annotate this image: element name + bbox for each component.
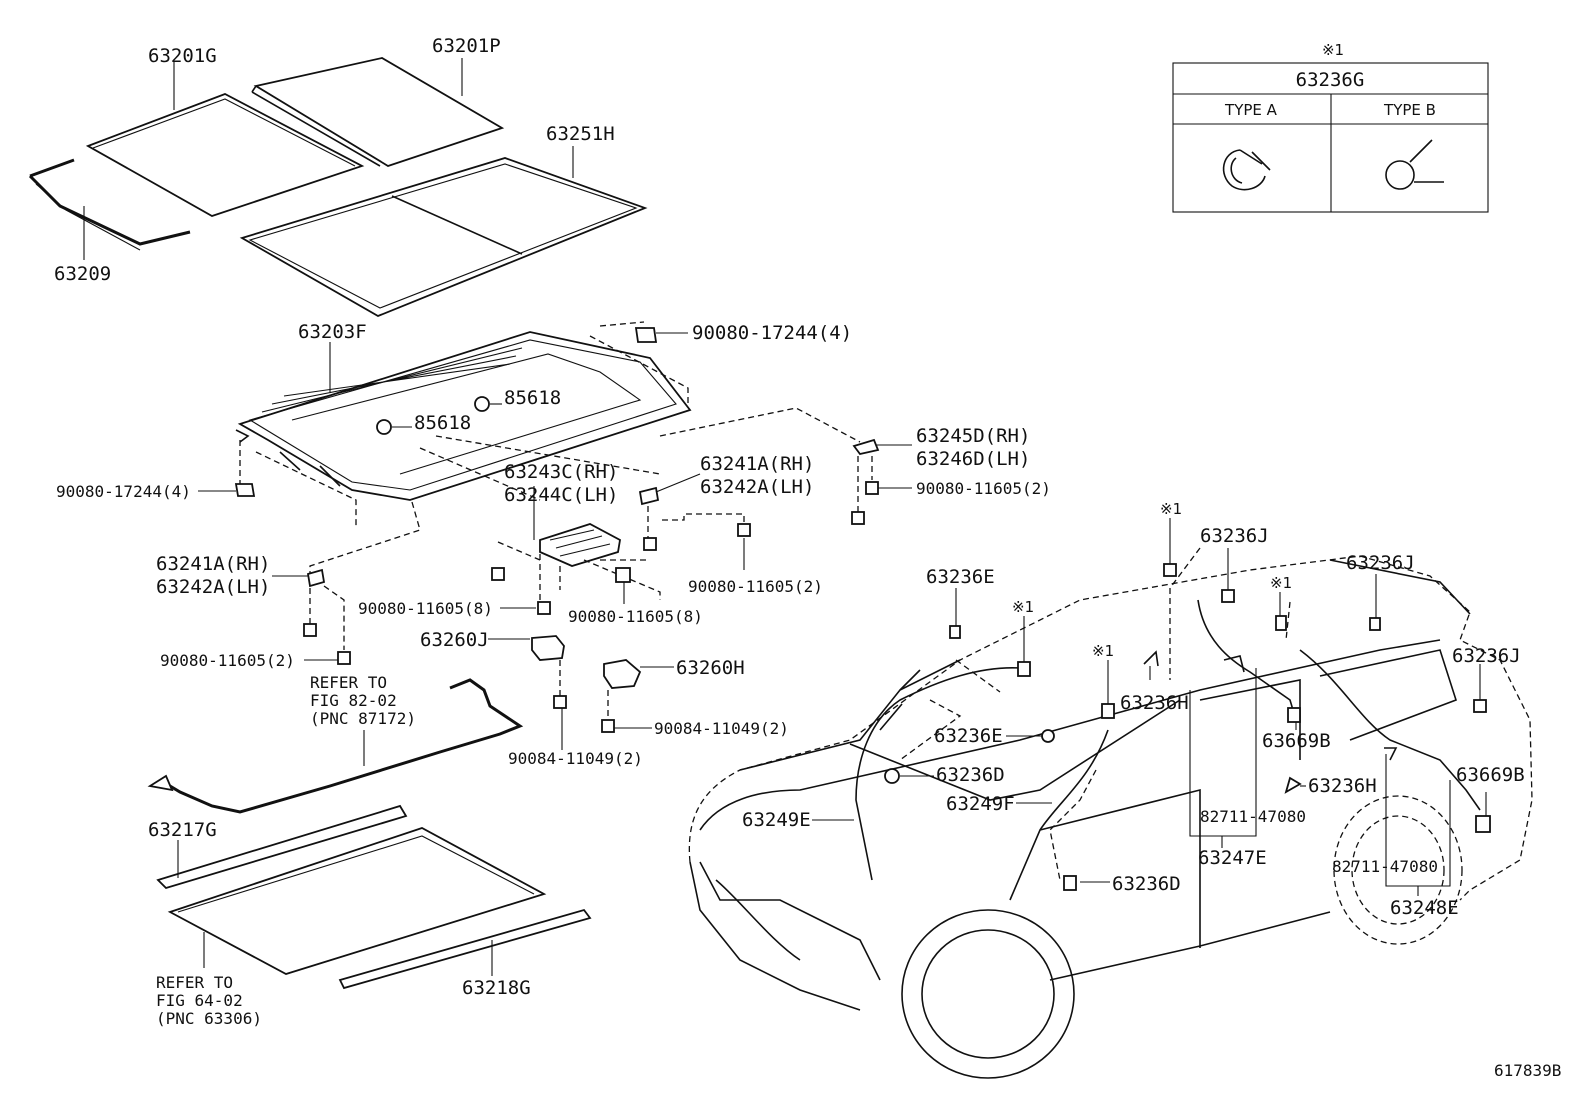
label-63236D-b: 63236D [1112,873,1181,895]
label-90080-11605-mid2: 90080-11605(2) [688,577,823,596]
bolts-left-cluster [303,623,351,665]
note-mark-3: ※1 [1270,574,1292,592]
label-63201G: 63201G [148,45,217,67]
note-mark-2: ※1 [1160,500,1182,518]
label-63244C: 63244C(LH) [504,484,618,506]
legend-note-mark: ※1 [1322,41,1344,59]
clip-type-a-icon [1222,149,1271,191]
clips-vehicle [884,563,1491,891]
label-85618-b: 85618 [414,412,471,434]
bolt-85618-a [474,396,490,412]
label-63249F: 63249F [946,793,1015,815]
clip-type-b-icon [1385,139,1444,190]
label-63236J-c: 63236J [1452,645,1521,667]
label-63201P: 63201P [432,35,501,57]
label-63218G: 63218G [462,977,531,999]
sensor-63260H [601,659,642,733]
label-63260H: 63260H [676,657,745,679]
label-63247E: 63247E [1198,847,1267,869]
label-63236D-a: 63236D [936,764,1005,786]
label-63236E-mid: 63236E [934,725,1003,747]
bolt-90080-11605-mid8 [537,601,551,615]
label-63249E: 63249E [742,809,811,831]
label-refer2-line3: (PNC 63306) [156,1009,262,1028]
trim-63218G [338,908,592,990]
bracket-63241A-right [638,486,660,506]
label-63241A-left: 63241A(RH) [156,553,270,575]
label-85618-a: 85618 [504,387,561,409]
label-82711-47080-a: 82711-47080 [1200,807,1306,826]
deflector-63209 [28,158,191,251]
label-refer1-line2: FIG 82-02 [310,691,397,710]
label-63241A-right: 63241A(RH) [700,453,814,475]
drive-motor-63243C [539,523,621,567]
note-mark-4: ※1 [1092,642,1114,660]
label-63236H-a: 63236H [1120,692,1189,714]
vehicle-outline [688,555,1533,1079]
nut-90080-17244-left [234,483,256,497]
label-82711-47080-b: 82711-47080 [1332,857,1438,876]
roof-harness-63249 [855,599,1481,901]
label-63203F: 63203F [298,321,367,343]
glass-panel-63201P [251,57,505,167]
headliner-panel [167,827,547,975]
bracket-63245D [852,438,880,456]
note-mark-1: ※1 [1012,598,1034,616]
label-90080-11605-mid8: 90080-11605(8) [358,599,493,618]
label-63260J: 63260J [420,629,489,651]
figure-code: 617839B [1494,1061,1561,1080]
trim-63217G [156,804,408,890]
bracket-63241A-left [306,568,326,588]
label-63209: 63209 [54,263,111,285]
sunroof-housing-63203F [235,331,692,501]
glass-panel-63201G [85,93,365,217]
label-90084-11049-a: 90084-11049(2) [654,719,789,738]
sensor-63260J [531,635,567,709]
label-refer1-line3: (PNC 87172) [310,709,416,728]
harness-82-02 [147,678,524,814]
label-63236J-b: 63236J [1346,552,1415,574]
label-90080-11605-mid8b: 90080-11605(8) [568,607,703,626]
label-63242A-right: 63242A(LH) [700,476,814,498]
label-63669B-b: 63669B [1456,764,1525,786]
weatherstrip-63251H [239,157,648,317]
label-90080-17244-top: 90080-17244(4) [692,322,852,344]
label-refer2-line2: FIG 64-02 [156,991,243,1010]
bolts-right-cluster [491,523,751,583]
label-63236J-a: 63236J [1200,525,1269,547]
legend-type-a: TYPE A [1224,101,1278,119]
label-refer2-line1: REFER TO [156,973,233,992]
label-63217G: 63217G [148,819,217,841]
legend-box: ※1 63236G TYPE A TYPE B [1172,41,1489,213]
label-63251H: 63251H [546,123,615,145]
label-63243C: 63243C(RH) [504,461,618,483]
label-63248E: 63248E [1390,897,1459,919]
bolt-90080-11605-right [851,481,879,525]
label-90080-17244-left: 90080-17244(4) [56,482,191,501]
label-63236H-b: 63236H [1308,775,1377,797]
label-90080-11605-left2: 90080-11605(2) [160,651,295,670]
bolt-85618-b [376,419,392,435]
legend-part-number: 63236G [1296,69,1365,91]
nut-90080-17244-top [634,327,658,343]
label-refer1-line1: REFER TO [310,673,387,692]
label-90080-11605-right: 90080-11605(2) [916,479,1051,498]
label-63236E-top: 63236E [926,566,995,588]
label-63242A-left: 63242A(LH) [156,576,270,598]
label-90084-11049-b: 90084-11049(2) [508,749,643,768]
legend-type-b: TYPE B [1383,101,1436,119]
label-63245D: 63245D(RH) [916,425,1030,447]
label-63669B-a: 63669B [1262,730,1331,752]
label-63246D: 63246D(LH) [916,448,1030,470]
